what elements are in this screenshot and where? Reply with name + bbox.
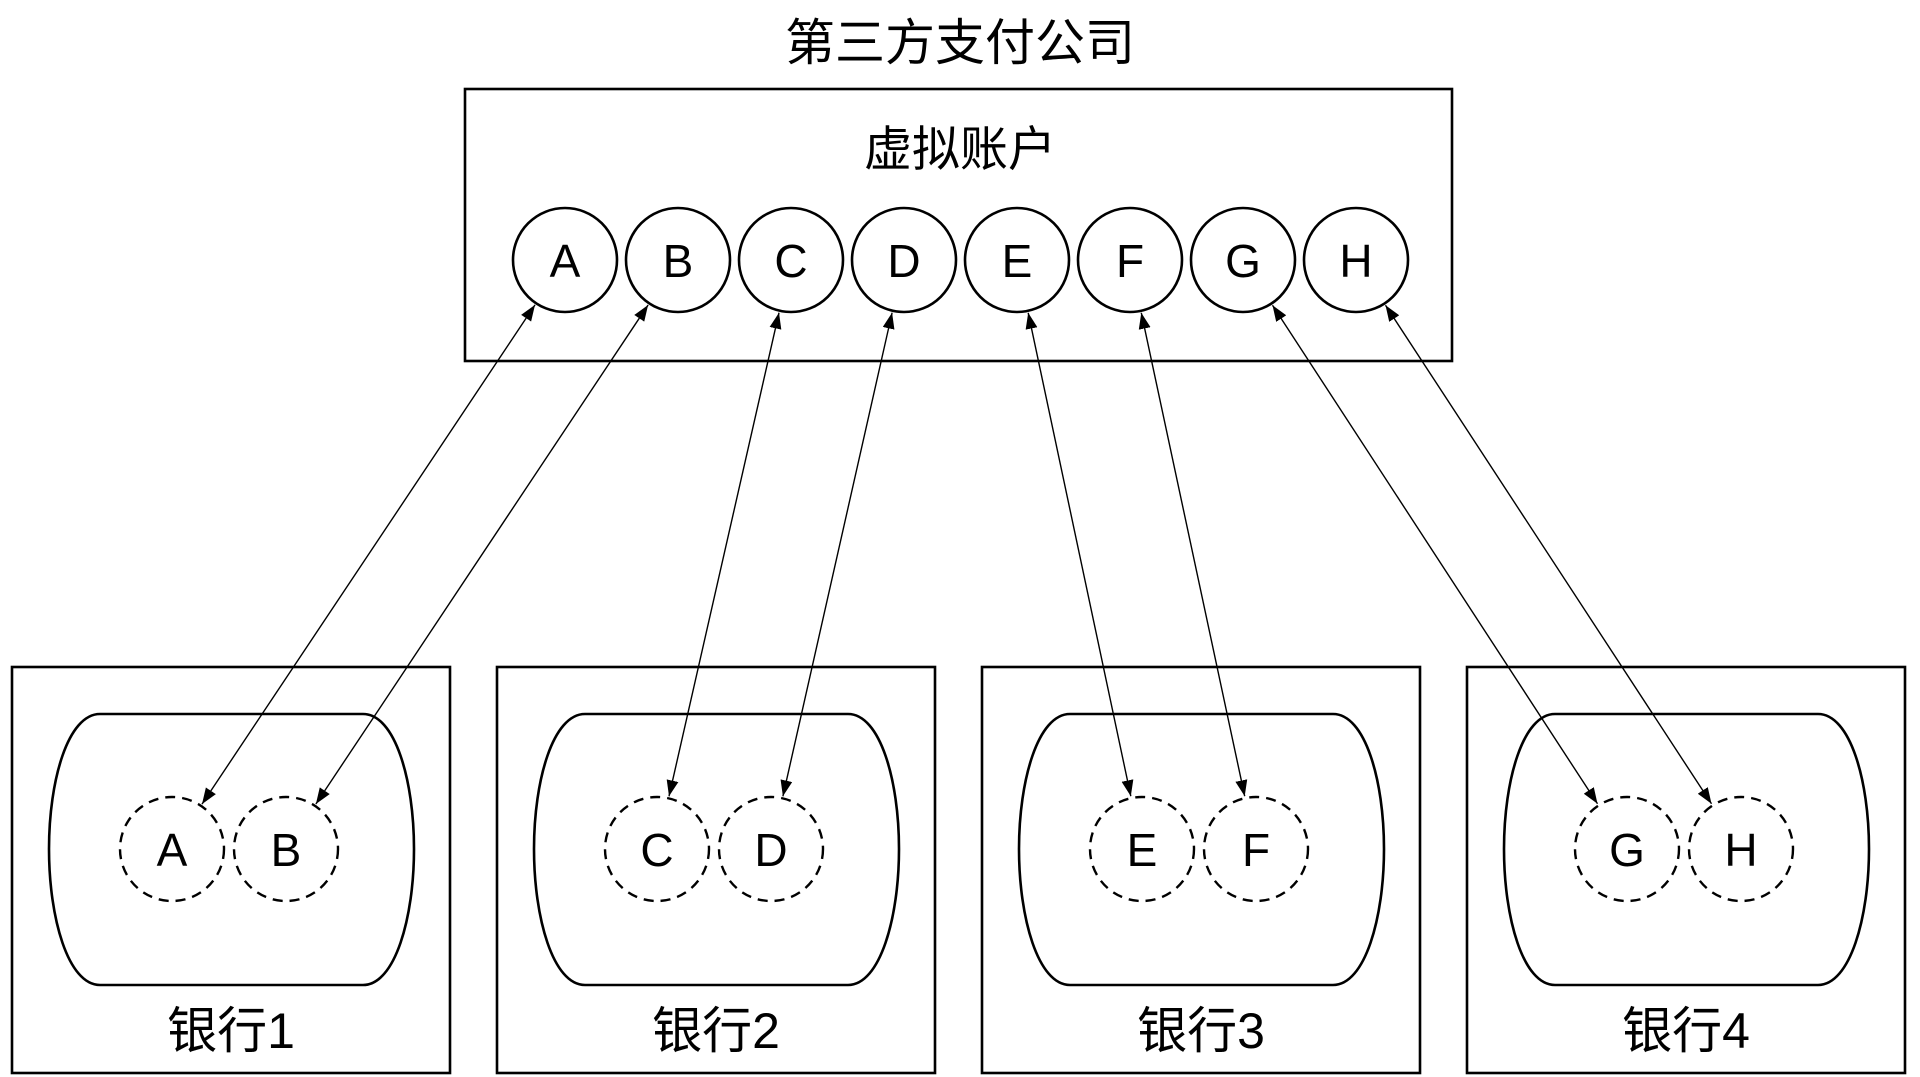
virtual-account-node: C [737,206,845,314]
bank-box: C D 银行2 [495,665,937,1075]
virtual-account-circle [1189,206,1297,314]
bank-account-label: D [754,824,787,876]
bank-database-shape [47,712,416,987]
mapping-arrows [201,304,1713,805]
virtual-account-circle [737,206,845,314]
bank-account-label: B [271,824,302,876]
bank-name: 银行2 [652,1003,780,1059]
bank-account-label: E [1127,824,1158,876]
mapping-arrow-C [666,312,782,797]
virtual-account-circle [850,206,958,314]
virtual-account-label: E [1002,235,1033,287]
mapping-arrow-B [315,304,649,805]
bank-account-label: C [640,824,673,876]
virtual-account-node: H [1302,206,1410,314]
virtual-account-node: A [511,206,619,314]
virtual-account-label: F [1116,235,1144,287]
virtual-account-node: E [963,206,1071,314]
bank-name: 银行4 [1622,1003,1750,1059]
bank-box: A B 银行1 [10,665,452,1075]
bank-name: 银行3 [1137,1003,1265,1059]
virtual-account-label: G [1225,235,1261,287]
virtual-account-circle [1076,206,1184,314]
virtual-account-node: B [624,206,732,314]
virtual-account-box: 虚拟账户 A B C D E F G H [463,87,1454,363]
company-title: 第三方支付公司 [785,15,1135,71]
bank-account-circle [118,795,226,903]
bank-account-label: F [1242,824,1270,876]
bank-database-shape [532,712,901,987]
mapping-arrow-H [1384,304,1713,805]
bank-box: E F 银行3 [980,665,1422,1075]
virtual-account-node: D [850,206,958,314]
mapping-arrow-F [1138,312,1248,797]
virtual-account-label: B [663,235,694,287]
bank-account-circle [603,795,711,903]
bank-account-label: A [157,824,188,876]
bank-box: G H 银行4 [1465,665,1907,1075]
virtual-account-label: H [1339,235,1372,287]
virtual-account-title: 虚拟账户 [864,124,1056,177]
bank-account-label: H [1724,824,1757,876]
virtual-account-label: A [550,235,581,287]
virtual-account-node: G [1189,206,1297,314]
bank-account-label: G [1609,824,1645,876]
virtual-account-node: F [1076,206,1184,314]
bank-account-circle [1687,795,1795,903]
mapping-arrow-E [1025,312,1134,797]
bank-name: 银行1 [167,1003,295,1059]
bank-account-circle [1088,795,1196,903]
bank-account-circle [717,795,825,903]
virtual-account-label: D [887,235,920,287]
bank-database-shape [1502,712,1871,987]
virtual-account-circle [963,206,1071,314]
bank-database-shape [1017,712,1386,987]
mapping-arrow-D [780,312,895,797]
virtual-account-circle [624,206,732,314]
bank-account-circle [1202,795,1310,903]
virtual-account-label: C [774,235,807,287]
